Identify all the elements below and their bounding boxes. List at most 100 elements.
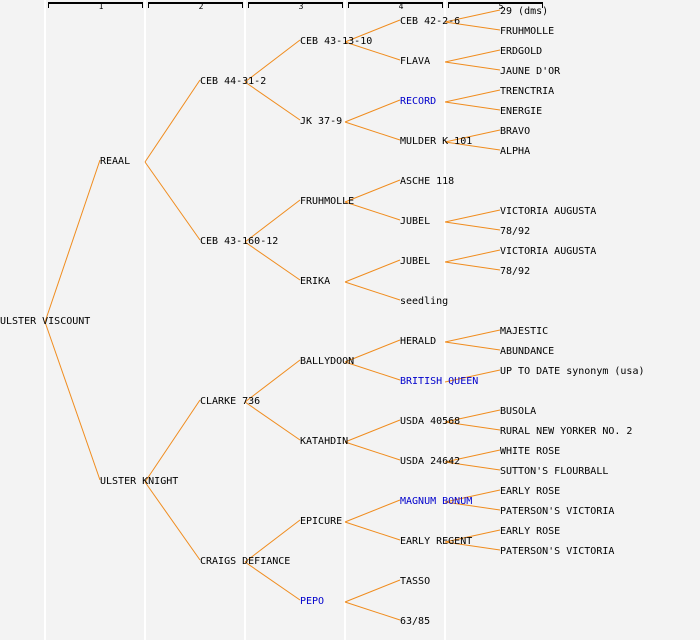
connector-line (244, 561, 301, 601)
column-separator (344, 0, 346, 640)
connector-line (444, 101, 501, 111)
pedigree-node-gen3: BALLYDOON (300, 356, 355, 367)
pedigree-node-gen4: HERALD (400, 336, 437, 347)
pedigree-node-gen5: 78/92 (500, 226, 531, 237)
connector-line (444, 249, 501, 263)
pedigree-node-gen5: EARLY ROSE (500, 526, 561, 537)
connector-line (444, 129, 501, 143)
pedigree-node-gen4: USDA 40568 (400, 416, 461, 427)
pedigree-node-gen5: JAUNE D'OR (500, 66, 561, 77)
column-separator (244, 0, 246, 640)
pedigree-node-gen5: ABUNDANCE (500, 346, 555, 357)
pedigree-node-gen5: BUSOLA (500, 406, 537, 417)
pedigree-node-gen5: TRENCTRIA (500, 86, 555, 97)
generation-5-label: 5 (498, 2, 504, 11)
connector-line (444, 221, 501, 231)
connector-line (444, 541, 501, 551)
pedigree-node-gen3: CEB 43-13-10 (300, 36, 373, 47)
connector-line (444, 461, 501, 471)
pedigree-node-gen2: CEB 43-160-12 (200, 236, 279, 247)
connector-line (344, 601, 401, 621)
connector-line (344, 41, 401, 61)
connector-line (244, 199, 301, 243)
connector-line (144, 161, 201, 241)
connector-line (444, 9, 501, 23)
connector-line (344, 179, 401, 203)
connector-line (344, 201, 401, 221)
connector-line (444, 341, 501, 351)
pedigree-node-gen5: 29 (dms) (500, 6, 549, 17)
connector-line (244, 241, 301, 281)
pedigree-node-gen4: ASCHE 118 (400, 176, 455, 187)
pedigree-node-gen4[interactable]: RECORD (400, 96, 437, 107)
pedigree-node-gen1: ULSTER KNIGHT (100, 476, 179, 487)
pedigree-node-gen4: JUBEL (400, 216, 431, 227)
pedigree-node-gen5: EARLY ROSE (500, 486, 561, 497)
pedigree-node-gen5: PATERSON'S VICTORIA (500, 546, 615, 557)
connector-line (444, 209, 501, 223)
connector-line (344, 19, 401, 43)
pedigree-node-gen1: REAAL (100, 156, 131, 167)
pedigree-node-gen4[interactable]: MAGNUM BONUM (400, 496, 473, 507)
pedigree-node-gen5: UP TO DATE synonym (usa) (500, 366, 645, 377)
pedigree-node-gen5: VICTORIA AUGUSTA (500, 206, 597, 217)
pedigree-node-gen4: TASSO (400, 576, 431, 587)
pedigree-node-gen4: MULDER K 101 (400, 136, 473, 147)
generation-1-bracket (48, 2, 143, 8)
pedigree-node-gen2: CLARKE 736 (200, 396, 261, 407)
connector-line (344, 339, 401, 363)
connector-line (444, 61, 501, 71)
connector-line (444, 21, 501, 31)
connector-line (344, 99, 401, 123)
pedigree-node-gen2: CEB 44-31-2 (200, 76, 267, 87)
connector-line (144, 481, 201, 561)
pedigree-node-gen5: BRAVO (500, 126, 531, 137)
column-separator (144, 0, 146, 640)
generation-4-bracket (348, 2, 443, 8)
pedigree-node-gen3: EPICURE (300, 516, 343, 527)
connector-line (344, 281, 401, 301)
connector-line (244, 81, 301, 121)
connector-line (344, 499, 401, 523)
generation-2-bracket (148, 2, 243, 8)
pedigree-node-gen3: KATAHDIN (300, 436, 349, 447)
connector-line (244, 39, 301, 83)
pedigree-node-gen3[interactable]: PEPO (300, 596, 325, 607)
connector-line (444, 49, 501, 63)
pedigree-node-gen5: ENERGIE (500, 106, 543, 117)
pedigree-node-gen2: CRAIGS DEFIANCE (200, 556, 291, 567)
connector-line (344, 579, 401, 603)
connector-line (44, 321, 101, 481)
connector-line (444, 529, 501, 543)
connector-line (144, 79, 201, 163)
connector-line (444, 489, 501, 503)
generation-1-label: 1 (98, 2, 104, 11)
pedigree-node-gen4: CEB 42-2-6 (400, 16, 461, 27)
connector-line (344, 521, 401, 541)
connector-line (244, 519, 301, 563)
connector-line (244, 359, 301, 403)
connector-line (444, 421, 501, 431)
generation-3-label: 3 (298, 2, 304, 11)
connector-line (144, 399, 201, 483)
pedigree-node-gen3: ERIKA (300, 276, 331, 287)
connector-line (444, 141, 501, 151)
pedigree-node-gen5: PATERSON'S VICTORIA (500, 506, 615, 517)
pedigree-node-gen4[interactable]: BRITISH QUEEN (400, 376, 479, 387)
pedigree-node-gen5: MAJESTIC (500, 326, 549, 337)
generation-3-bracket (248, 2, 343, 8)
pedigree-node-gen4: 63/85 (400, 616, 431, 627)
pedigree-node-gen5: SUTTON'S FLOURBALL (500, 466, 609, 477)
pedigree-node-gen0: ULSTER VISCOUNT (0, 316, 91, 327)
connector-line (444, 261, 501, 271)
connector-line (344, 121, 401, 141)
connector-line (344, 441, 401, 461)
generation-4-label: 4 (398, 2, 404, 11)
connector-line (444, 449, 501, 463)
pedigree-node-gen4: EARLY REGENT (400, 536, 473, 547)
connector-line (444, 329, 501, 343)
pedigree-node-gen4: JUBEL (400, 256, 431, 267)
pedigree-node-gen5: VICTORIA AUGUSTA (500, 246, 597, 257)
connector-line (44, 159, 101, 323)
